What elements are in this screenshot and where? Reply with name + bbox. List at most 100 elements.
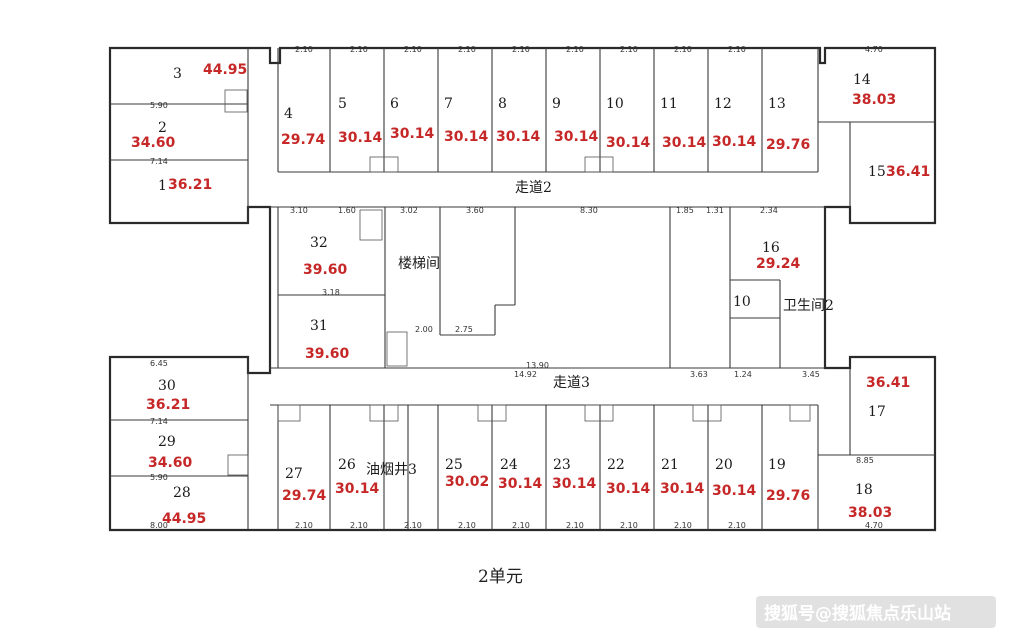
- corridor-3-label: 走道3: [553, 375, 590, 391]
- room-number: 24: [500, 457, 518, 473]
- dim-label: 2.10: [458, 521, 476, 530]
- room-number: 17: [868, 404, 886, 420]
- room-area: 30.14: [390, 126, 435, 142]
- room-number: 12: [714, 96, 732, 112]
- room-area: 36.41: [866, 375, 910, 391]
- room-number: 21: [661, 457, 679, 473]
- dim-label: 6.45: [150, 359, 168, 368]
- dim-label: 2.10: [674, 521, 692, 530]
- room-number: 6: [390, 96, 399, 112]
- dim-label: 2.34: [760, 206, 778, 215]
- room-area: 29.24: [756, 256, 801, 272]
- room-area: 36.41: [886, 164, 930, 180]
- room-number: 10: [606, 96, 624, 112]
- room-area: 30.14: [662, 135, 707, 151]
- watermark-text: 搜狐号@搜狐焦点乐山站: [764, 603, 951, 624]
- dim-label: 1.85: [676, 206, 694, 215]
- room-area: 38.03: [848, 505, 892, 521]
- dim-label: 2.10: [566, 45, 584, 54]
- room-area: 29.76: [766, 488, 810, 504]
- dim-label: 4.70: [865, 45, 883, 54]
- room-number: 18: [855, 482, 873, 498]
- room-number: 32: [310, 235, 328, 251]
- room-area: 30.14: [444, 129, 489, 145]
- room-area: 29.74: [282, 488, 327, 504]
- room-area: 30.14: [335, 481, 380, 497]
- room-area: 29.76: [766, 137, 810, 153]
- lower-block: [110, 357, 935, 530]
- room-area: 39.60: [303, 262, 348, 278]
- room-number: 27: [285, 466, 303, 482]
- dim-label: 3.18: [322, 288, 340, 297]
- room-number: 8: [498, 96, 507, 112]
- dim-label: 1.24: [734, 370, 752, 379]
- room-number: 3: [173, 66, 182, 82]
- dim-label: 2.10: [620, 45, 638, 54]
- room-number: 13: [768, 96, 786, 112]
- room-number: 5: [338, 96, 347, 112]
- dimension-labels: 2.10 2.10 2.10 2.10 2.10 2.10 2.10 2.10 …: [150, 45, 883, 530]
- dim-label: 3.10: [290, 206, 308, 215]
- room-number: 30: [158, 378, 176, 394]
- room-number: 26: [338, 457, 356, 473]
- room-number: 15: [868, 164, 886, 180]
- dim-label: 2.10: [404, 521, 422, 530]
- room-number: 10: [733, 294, 751, 310]
- room-area: 30.14: [712, 134, 757, 150]
- room-area: 44.95: [162, 511, 206, 527]
- room-number: 1: [158, 178, 167, 194]
- room-area: 39.60: [305, 346, 350, 362]
- room-number: 16: [762, 240, 780, 256]
- dim-label: 5.90: [150, 473, 168, 482]
- outer-walls: [108, 46, 937, 532]
- room-area: 30.14: [496, 129, 541, 145]
- dim-label: 8.30: [580, 206, 598, 215]
- dim-label: 2.10: [295, 45, 313, 54]
- room-area: 30.14: [606, 135, 651, 151]
- unit-title: 2单元: [478, 567, 523, 587]
- dim-label: 2.10: [350, 45, 368, 54]
- room-number: 23: [553, 457, 571, 473]
- dim-label: 2.10: [728, 521, 746, 530]
- dim-label: 5.90: [150, 101, 168, 110]
- room-area: 30.02: [445, 474, 489, 490]
- room-number: 2: [158, 120, 167, 136]
- room-area: 34.60: [131, 135, 176, 151]
- room-area: 36.21: [146, 397, 190, 413]
- dim-label: 2.10: [512, 45, 530, 54]
- room-number: 11: [660, 96, 678, 112]
- dim-label: 1.31: [706, 206, 724, 215]
- dim-label: 7.14: [150, 157, 168, 166]
- room-area: 30.14: [338, 130, 383, 146]
- dim-label: 2.10: [295, 521, 313, 530]
- room-area: 30.14: [660, 481, 705, 497]
- watermark-background: [756, 596, 996, 628]
- dim-label: 2.10: [728, 45, 746, 54]
- dim-label: 2.10: [350, 521, 368, 530]
- dim-label: 13.90: [526, 361, 549, 370]
- dim-label: 8.00: [150, 521, 168, 530]
- upper-block: [110, 48, 935, 223]
- dim-label: 1.60: [338, 206, 356, 215]
- dim-label: 2.10: [674, 45, 692, 54]
- room-number: 22: [607, 457, 625, 473]
- room-area: 38.03: [852, 92, 896, 108]
- room-area: 30.14: [712, 483, 757, 499]
- room-area: 30.14: [554, 129, 599, 145]
- room-area: 30.14: [552, 476, 597, 492]
- dim-label: 8.85: [856, 456, 874, 465]
- room-area: 44.95: [203, 62, 247, 78]
- room-area: 30.14: [498, 476, 543, 492]
- room-number: 20: [715, 457, 733, 473]
- dim-label: 2.10: [512, 521, 530, 530]
- room-number: 28: [173, 485, 191, 501]
- restroom-label: 卫生间2: [783, 298, 834, 314]
- room-number: 9: [552, 96, 561, 112]
- dim-label: 2.75: [455, 325, 473, 334]
- dim-label: 7.14: [150, 417, 168, 426]
- room-number: 25: [445, 457, 463, 473]
- corridor-2-label: 走道2: [515, 180, 552, 196]
- room-number: 19: [768, 457, 786, 473]
- dim-label: 3.63: [690, 370, 708, 379]
- dim-label: 14.92: [514, 370, 537, 379]
